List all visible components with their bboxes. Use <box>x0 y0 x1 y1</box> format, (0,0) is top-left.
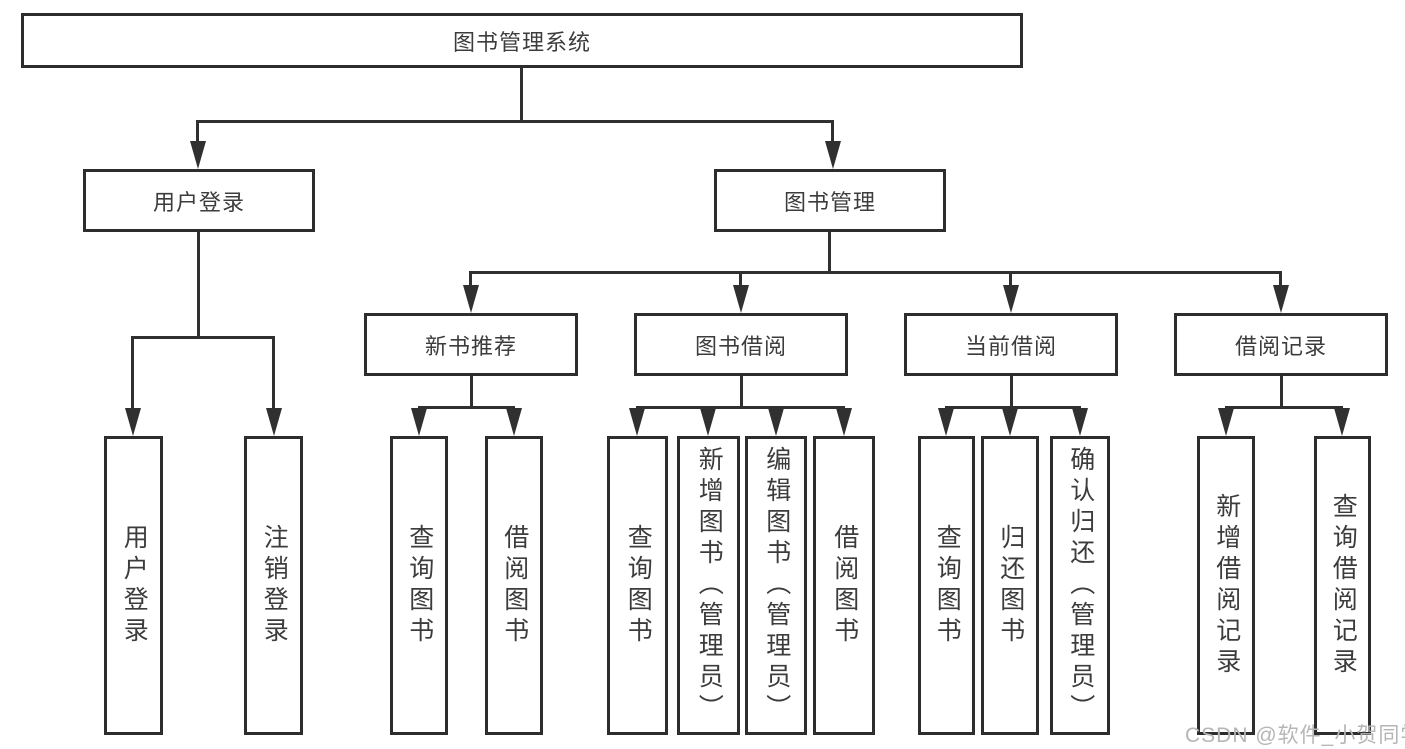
connector <box>470 271 1282 274</box>
down-arrowhead-icon <box>463 285 479 313</box>
csdn-watermark: CSDN @软件_小贺同学 <box>1185 724 1405 747</box>
down-arrowhead-icon <box>506 408 522 436</box>
down-arrowhead-icon <box>190 141 206 169</box>
leaf-label: 编辑图书（管理员） <box>762 446 791 725</box>
down-arrowhead-icon <box>1273 285 1289 313</box>
connector <box>636 406 845 409</box>
connector <box>1225 406 1343 409</box>
down-arrowhead-icon <box>825 141 841 169</box>
connector <box>740 376 743 408</box>
node-label: 图书管理 <box>783 189 876 215</box>
leaf-return-books: 归还图书 <box>981 436 1039 735</box>
connector <box>272 336 275 416</box>
leaf-label: 归还图书 <box>996 523 1025 648</box>
connector <box>469 271 472 293</box>
down-arrowhead-icon <box>700 408 716 436</box>
leaf-confirm-return-admin: 确认归还（管理员） <box>1050 436 1110 735</box>
leaf-label: 查询图书 <box>405 523 434 648</box>
down-arrowhead-icon <box>629 408 645 436</box>
connector <box>1280 376 1283 408</box>
down-arrowhead-icon <box>1072 408 1088 436</box>
leaf-label: 用户登录 <box>120 523 149 648</box>
leaf-label: 确认归还（管理员） <box>1066 446 1095 725</box>
leaf-query-books-3: 查询图书 <box>918 436 975 735</box>
leaf-label: 注销登录 <box>260 523 289 648</box>
node-label: 图书借阅 <box>694 333 787 359</box>
leaf-label: 借阅图书 <box>500 523 529 648</box>
connector <box>739 271 742 293</box>
node-book-management: 图书管理 <box>714 169 946 232</box>
node-label: 新书推荐 <box>424 333 517 359</box>
down-arrowhead-icon <box>411 408 427 436</box>
leaf-add-books-admin: 新增图书（管理员） <box>677 436 740 735</box>
leaf-add-borrow-record: 新增借阅记录 <box>1197 436 1255 735</box>
connector <box>520 68 523 120</box>
node-label: 用户登录 <box>152 189 245 215</box>
node-book-borrow: 图书借阅 <box>634 313 848 376</box>
down-arrowhead-icon <box>836 408 852 436</box>
node-current-borrow: 当前借阅 <box>904 313 1118 376</box>
node-label: 图书管理系统 <box>452 29 591 55</box>
connector <box>828 232 831 273</box>
connector <box>470 376 473 408</box>
leaf-label: 新增借阅记录 <box>1212 492 1241 679</box>
leaf-borrow-books-2: 借阅图书 <box>813 436 875 735</box>
connector <box>1279 271 1282 293</box>
leaf-borrow-books-1: 借阅图书 <box>485 436 543 735</box>
down-arrowhead-icon <box>733 285 749 313</box>
node-label: 当前借阅 <box>964 333 1057 359</box>
connector <box>1009 271 1012 293</box>
leaf-label: 查询借阅记录 <box>1329 492 1358 679</box>
node-library-management-system: 图书管理系统 <box>21 13 1023 68</box>
leaf-label: 查询图书 <box>933 523 962 648</box>
down-arrowhead-icon <box>266 408 282 436</box>
down-arrowhead-icon <box>125 408 141 436</box>
down-arrowhead-icon <box>768 408 784 436</box>
down-arrowhead-icon <box>1218 408 1234 436</box>
down-arrowhead-icon <box>1334 408 1350 436</box>
leaf-logout: 注销登录 <box>244 436 303 735</box>
leaf-label: 新增图书（管理员） <box>695 446 724 725</box>
down-arrowhead-icon <box>1003 285 1019 313</box>
connector <box>197 120 834 123</box>
node-borrow-records: 借阅记录 <box>1174 313 1388 376</box>
connector <box>418 406 515 409</box>
leaf-label: 查询图书 <box>624 523 653 648</box>
connector <box>197 232 200 336</box>
connector <box>131 336 134 416</box>
node-user-login: 用户登录 <box>83 169 315 232</box>
leaf-query-books-2: 查询图书 <box>607 436 668 735</box>
connector <box>132 336 275 339</box>
connector <box>1010 376 1013 408</box>
connector <box>831 120 834 150</box>
node-new-book-recommend: 新书推荐 <box>364 313 578 376</box>
down-arrowhead-icon <box>1002 408 1018 436</box>
leaf-user-login: 用户登录 <box>104 436 163 735</box>
leaf-label: 借阅图书 <box>830 523 859 648</box>
connector <box>196 120 199 150</box>
down-arrowhead-icon <box>938 408 954 436</box>
connector <box>945 406 1081 409</box>
leaf-query-borrow-record: 查询借阅记录 <box>1314 436 1371 735</box>
leaf-edit-books-admin: 编辑图书（管理员） <box>745 436 807 735</box>
node-label: 借阅记录 <box>1234 333 1327 359</box>
leaf-query-books-1: 查询图书 <box>390 436 448 735</box>
